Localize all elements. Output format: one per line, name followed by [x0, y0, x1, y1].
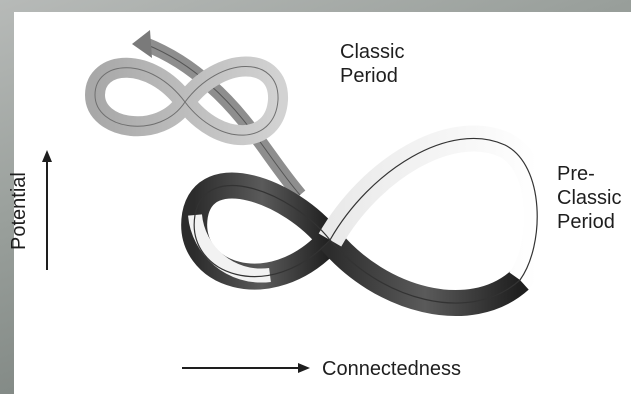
preclassic-period-label: Pre- Classic Period: [557, 162, 621, 234]
preclassic-loop-outline: [193, 137, 538, 304]
potential-axis-arrowhead: [42, 150, 52, 162]
classic-label-line1: Classic: [340, 41, 405, 63]
preclassic-loop-light-left: [188, 213, 271, 283]
classic-loop-inner-edge: [94, 66, 279, 136]
transition-ribbon-edge: [144, 43, 301, 196]
preclassic-label-line1: Pre-: [557, 163, 595, 185]
potential-axis-label: Potential: [8, 172, 30, 250]
preclassic-label-line3: Period: [557, 211, 615, 233]
ribbon-arrowhead: [132, 30, 152, 58]
connectedness-axis-arrowhead: [298, 363, 310, 373]
preclassic-label-line2: Classic: [557, 187, 622, 209]
classic-period-label: Classic Period: [340, 40, 404, 88]
classic-label-line2: Period: [340, 65, 398, 87]
preclassic-loop-dark-lower: [320, 231, 529, 316]
connectedness-axis-label: Connectedness: [322, 358, 461, 380]
